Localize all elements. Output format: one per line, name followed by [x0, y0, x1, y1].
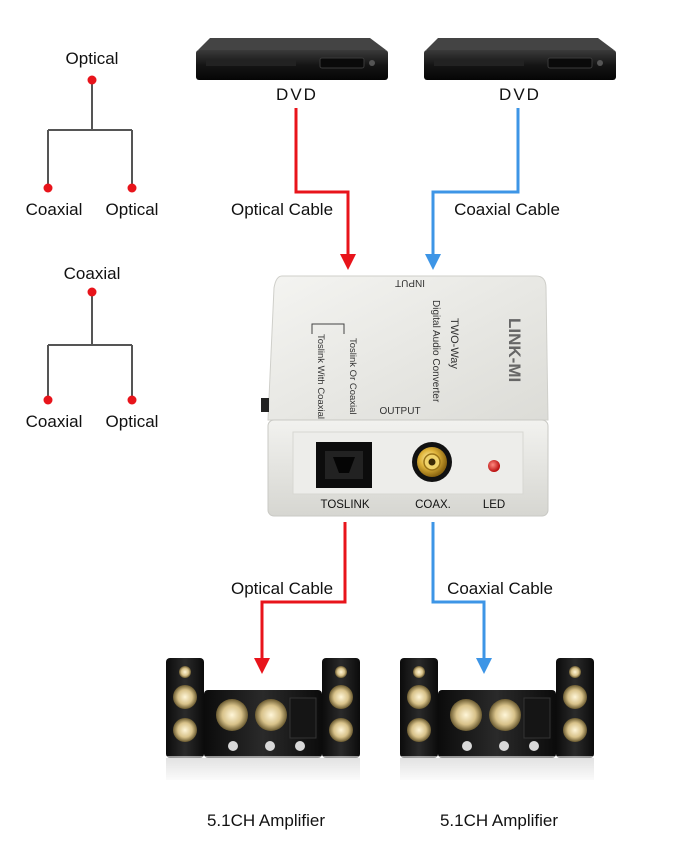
amplifier-right-label: 5.1CH Amplifier: [439, 811, 559, 830]
tree1-root-label: Optical: [65, 49, 119, 68]
dvd-player-icon: [196, 38, 388, 80]
tree-node-right: [127, 183, 137, 193]
switch-bracket: [311, 323, 345, 334]
converter-subtitle: Digital Audio Converter: [430, 300, 441, 403]
output-cable-optical-label: Optical Cable: [230, 579, 334, 598]
coax-port-icon: [412, 442, 452, 482]
port-label-toslink: TOSLINK: [321, 499, 370, 511]
tree-node-root: [87, 75, 97, 85]
tree1-right-label: Optical: [105, 200, 159, 219]
switch-label-a: Toslink Or Coaxial: [347, 338, 358, 415]
brand-logo: LINK-MI: [505, 318, 524, 382]
amplifier-left-label: 5.1CH Amplifier: [206, 811, 326, 830]
port-label-led: LED: [483, 499, 505, 511]
tree-node-right: [127, 395, 137, 405]
source-dvd-right-label: DVD: [499, 85, 541, 104]
converter-title: TWO-Way: [448, 318, 460, 369]
output-cable-coaxial-label: Coaxial Cable: [447, 579, 553, 598]
tree2-root-label: Coaxial: [63, 264, 121, 283]
input-cable-optical-label: Optical Cable: [230, 200, 334, 219]
source-dvd-left-label: DVD: [276, 85, 318, 104]
dvd-player-icon: [424, 38, 616, 80]
tree-coaxial: [43, 287, 137, 405]
optical-cable-output: [254, 522, 347, 674]
tree-node-left: [43, 183, 53, 193]
tree2-left-label: Coaxial: [25, 412, 83, 431]
tree-node-root: [87, 287, 97, 297]
coaxial-cable-input: [425, 108, 520, 270]
tree-optical: [43, 75, 137, 193]
led-icon: [488, 460, 500, 472]
converter-box: [261, 275, 549, 517]
toslink-port-icon: [316, 442, 372, 488]
optical-cable-input: [294, 108, 356, 270]
tree2-right-label: Optical: [105, 412, 159, 431]
converter-input-label: INPUT: [395, 277, 425, 288]
port-label-coax: COAX.: [415, 499, 451, 511]
amplifier-speaker-icon: [394, 658, 600, 784]
tree1-left-label: Coaxial: [25, 200, 83, 219]
converter-output-label: OUTPUT: [379, 406, 420, 417]
switch-label-b: Toslink With Coaxial: [315, 334, 326, 419]
toggle-switch: [261, 398, 269, 412]
tree-node-left: [43, 395, 53, 405]
input-cable-coaxial-label: Coaxial Cable: [454, 200, 560, 219]
amplifier-speaker-icon: [160, 658, 366, 784]
coaxial-cable-output: [431, 522, 492, 674]
